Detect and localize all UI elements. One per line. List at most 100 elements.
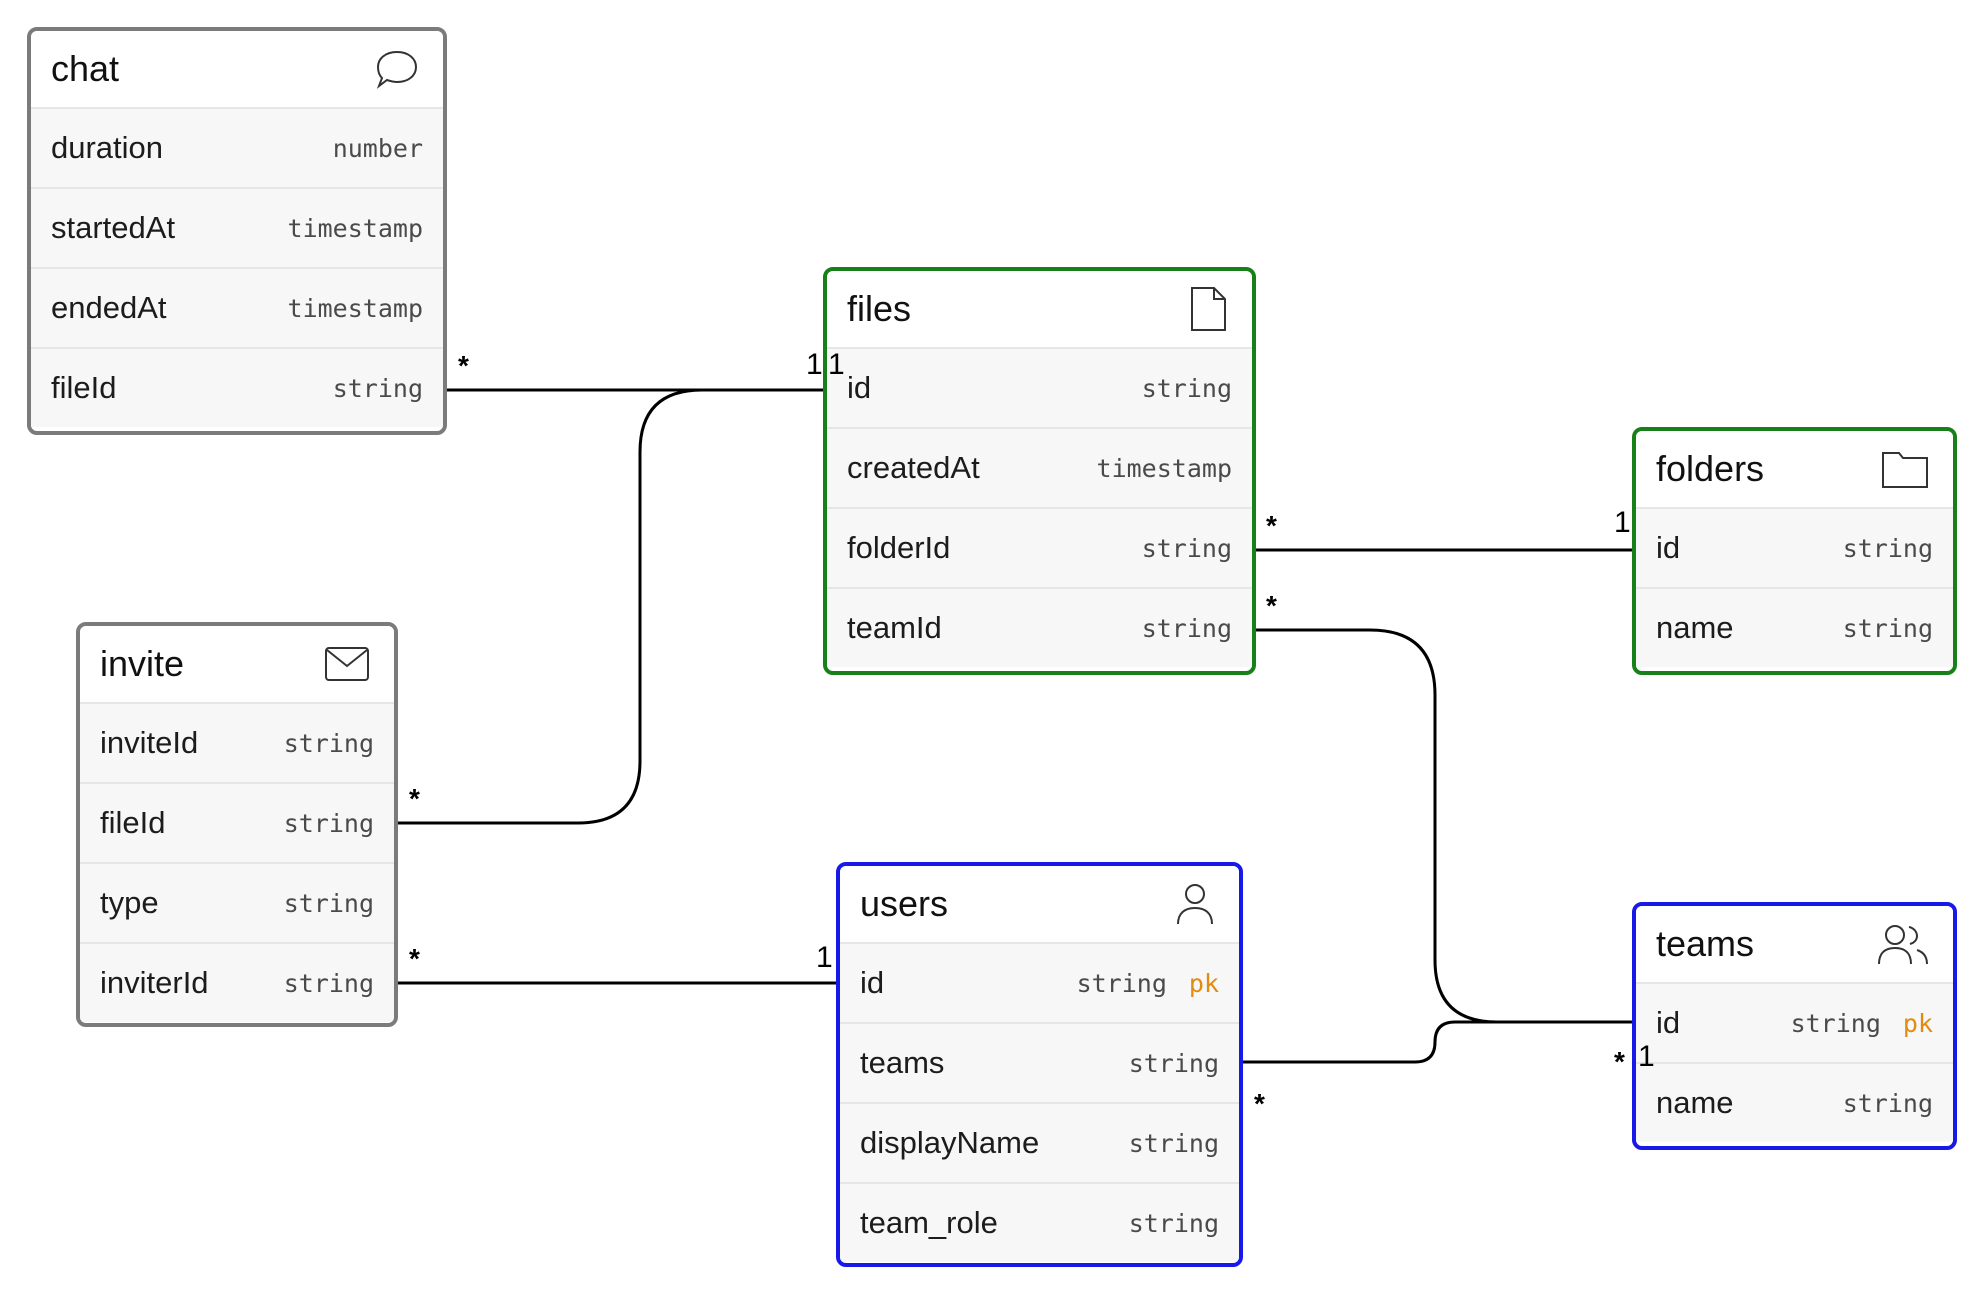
field-row[interactable]: id string	[827, 347, 1252, 427]
field-name: endedAt	[51, 290, 167, 325]
entity-title: teams	[1656, 923, 1755, 964]
entity-title: folders	[1656, 448, 1765, 489]
field-name: inviteId	[100, 725, 199, 760]
entity-title: invite	[100, 643, 185, 684]
field-name: startedAt	[51, 210, 176, 245]
field-name: teamId	[847, 610, 942, 645]
field-type: string	[1842, 1088, 1933, 1118]
entity-title: users	[860, 883, 949, 924]
field-type: string	[1128, 1208, 1219, 1238]
field-row[interactable]: team_role string	[840, 1182, 1239, 1262]
field-row[interactable]: name string	[1636, 1062, 1953, 1142]
field-name: id	[1656, 1005, 1681, 1040]
user-icon	[1175, 882, 1215, 926]
field-row[interactable]: type string	[80, 862, 394, 942]
field-type: string	[283, 968, 374, 998]
field-name: type	[100, 885, 159, 920]
field-row[interactable]: inviterId string	[80, 942, 394, 1022]
field-row[interactable]: teamId string	[827, 587, 1252, 667]
field-row[interactable]: folderId string	[827, 507, 1252, 587]
field-row[interactable]: id string pk	[840, 942, 1239, 1022]
cardinality-label: 1	[816, 941, 833, 974]
field-type: string	[1076, 968, 1167, 998]
cardinality-label: 1	[1614, 506, 1631, 539]
edge-files-teamId-teams-id	[1241, 628, 1641, 1024]
field-type: string	[1842, 533, 1933, 563]
field-row[interactable]: fileId string	[31, 347, 443, 427]
entity-header: users	[840, 866, 1239, 942]
field-row[interactable]: inviteId string	[80, 702, 394, 782]
entity-header: files	[827, 271, 1252, 347]
entity-header: teams	[1636, 906, 1953, 982]
field-row[interactable]: teams string	[840, 1022, 1239, 1102]
field-type: string	[1141, 613, 1232, 643]
field-type: string	[1141, 533, 1232, 563]
cardinality-label: *	[458, 350, 469, 381]
field-type: timestamp	[287, 293, 423, 323]
field-row[interactable]: displayName string	[840, 1102, 1239, 1182]
field-type: string	[1790, 1008, 1881, 1038]
field-name: folderId	[847, 530, 951, 565]
cardinality-label: *	[409, 943, 420, 974]
field-row[interactable]: id string pk	[1636, 982, 1953, 1062]
field-row[interactable]: endedAt timestamp	[31, 267, 443, 347]
field-type: number	[332, 133, 423, 163]
cardinality-label: *	[409, 783, 420, 814]
field-row[interactable]: fileId string	[80, 782, 394, 862]
entity-folders[interactable]: folders id string name string	[1632, 427, 1957, 675]
entity-chat[interactable]: chat duration number startedAt timestamp…	[27, 27, 447, 435]
field-name: id	[1656, 530, 1681, 565]
chat-bubble-icon	[375, 48, 419, 90]
field-type: timestamp	[1096, 453, 1232, 483]
entity-users[interactable]: users id string pk teams string displayN…	[836, 862, 1243, 1267]
field-name: name	[1656, 610, 1734, 645]
cardinality-label: *	[1614, 1046, 1625, 1077]
field-name: displayName	[860, 1125, 1040, 1160]
field-row[interactable]: duration number	[31, 107, 443, 187]
field-type: string	[1128, 1048, 1219, 1078]
field-row[interactable]: createdAt timestamp	[827, 427, 1252, 507]
field-name: createdAt	[847, 450, 980, 485]
cardinality-label: 1	[806, 348, 823, 381]
field-type: string	[283, 808, 374, 838]
cardinality-label: 1	[828, 348, 845, 381]
entity-invite[interactable]: invite inviteId string fileId string typ…	[76, 622, 398, 1027]
cardinality-label: *	[1266, 590, 1277, 621]
field-type: timestamp	[287, 213, 423, 243]
field-row[interactable]: id string	[1636, 507, 1953, 587]
entity-header: chat	[31, 31, 443, 107]
primary-key-badge: pk	[1902, 1008, 1933, 1038]
field-type: string	[283, 888, 374, 918]
cardinality-label: 1	[1638, 1040, 1655, 1073]
edge-invite-fileId-files-id	[383, 388, 833, 825]
cardinality-label: *	[1266, 510, 1277, 541]
field-name: id	[847, 370, 872, 405]
field-type: string	[1842, 613, 1933, 643]
field-name: duration	[51, 130, 164, 165]
field-name: teams	[860, 1045, 945, 1080]
entity-files[interactable]: files id string createdAt timestamp fold…	[823, 267, 1256, 675]
field-type: string	[332, 373, 423, 403]
file-icon	[1188, 286, 1228, 332]
entity-title: files	[847, 288, 912, 329]
field-name: id	[860, 965, 885, 1000]
entity-header: invite	[80, 626, 394, 702]
folder-icon	[1881, 449, 1929, 489]
edge-users-teams-teams-id	[1228, 1020, 1641, 1064]
primary-key-badge: pk	[1188, 968, 1219, 998]
field-name: name	[1656, 1085, 1734, 1120]
field-type: string	[1128, 1128, 1219, 1158]
entity-title: chat	[51, 48, 120, 89]
users-group-icon	[1877, 922, 1929, 966]
field-row[interactable]: name string	[1636, 587, 1953, 667]
cardinality-label: *	[1254, 1088, 1265, 1119]
field-row[interactable]: startedAt timestamp	[31, 187, 443, 267]
field-name: inviterId	[100, 965, 209, 1000]
field-name: fileId	[51, 370, 117, 405]
entity-teams[interactable]: teams id string pk name string	[1632, 902, 1957, 1150]
envelope-icon	[324, 646, 370, 682]
entity-header: folders	[1636, 431, 1953, 507]
field-name: team_role	[860, 1205, 998, 1240]
field-name: fileId	[100, 805, 166, 840]
field-type: string	[1141, 373, 1232, 403]
